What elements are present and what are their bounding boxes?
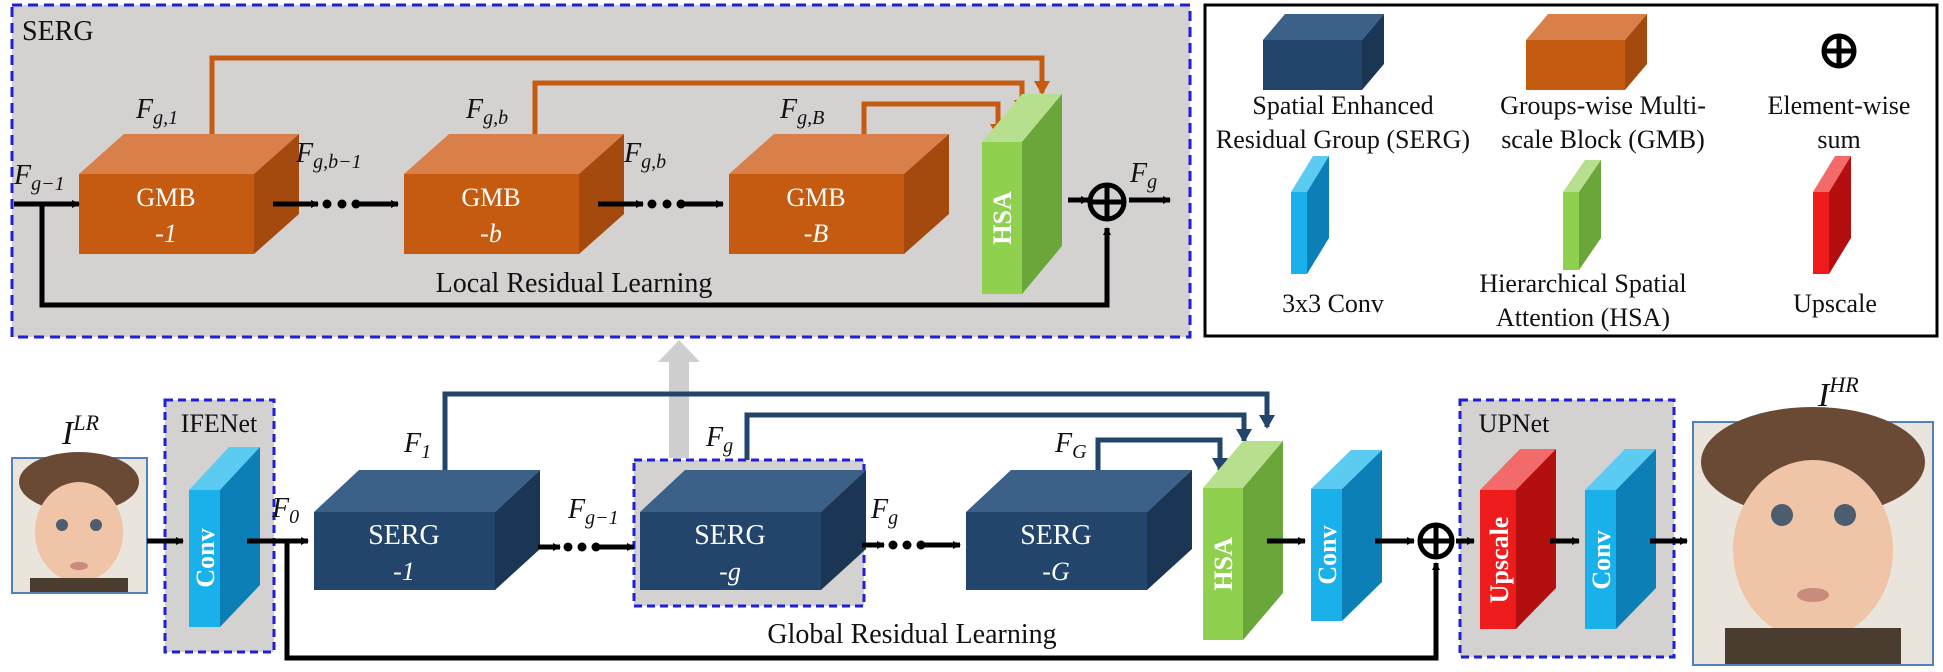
- legend-sum-label-2: sum: [1817, 125, 1860, 154]
- skip-arrow-fG: [1095, 437, 1228, 472]
- legend-upscale-icon: [1813, 156, 1851, 274]
- gmb-1-index: -1: [155, 219, 177, 248]
- serg-panel: SERG GMB -1 GMB -b GMB -B: [10, 3, 1192, 339]
- label-f1: F1: [403, 428, 431, 463]
- upnet-title: UPNet: [1479, 409, 1551, 438]
- legend-hsa-icon: [1563, 160, 1601, 270]
- label-f-g-minus-1: Fg−1: [13, 160, 65, 195]
- upnet-upscale-label: Upscale: [1485, 517, 1514, 604]
- label-f-g-b-top: Fg,b: [465, 94, 508, 129]
- skip-arrow-f1: [442, 391, 1275, 470]
- legend-panel: Spatial Enhanced Residual Group (SERG) G…: [1203, 3, 1939, 338]
- local-residual-label: Local Residual Learning: [436, 268, 713, 299]
- serg-panel-title: SERG: [22, 16, 94, 47]
- ifenet-conv-label: Conv: [191, 528, 220, 587]
- label-fg-right: Fg: [870, 494, 898, 529]
- output-label: IHR: [1817, 372, 1859, 414]
- legend-serg-icon: [1263, 14, 1384, 90]
- ifenet-panel: IFENet Conv: [163, 398, 276, 654]
- upnet-panel: UPNet Upscale Conv: [1458, 398, 1676, 659]
- label-f-g-out: Fg: [1129, 158, 1157, 193]
- skip-arrow-f-g-B: [861, 101, 1006, 138]
- label-f-g-B: Fg,B: [779, 94, 824, 129]
- legend-conv-icon: [1291, 156, 1329, 274]
- input-label: ILR: [61, 410, 100, 452]
- main-ellipsis: [563, 540, 926, 552]
- main-sum-node: [1417, 522, 1455, 560]
- input-image-lr: [11, 452, 148, 594]
- label-f0: F0: [271, 493, 299, 528]
- legend-serg-label-2: Residual Group (SERG): [1216, 125, 1470, 154]
- gmb-b-index: -b: [480, 219, 502, 248]
- main-flow-arrows: [147, 537, 1688, 661]
- gmb-b-name: GMB: [461, 183, 520, 212]
- main-conv-label: Conv: [1313, 525, 1342, 584]
- gmb-B-index: -B: [804, 219, 829, 248]
- legend-gmb-icon: [1526, 14, 1647, 90]
- legend-hsa-label-1: Hierarchical Spatial: [1479, 269, 1686, 298]
- label-fG: FG: [1054, 428, 1087, 463]
- label-fg-top: Fg: [705, 422, 733, 457]
- gmb-block-b: GMB -b: [404, 134, 624, 254]
- skip-arrow-fg: [744, 412, 1252, 470]
- upnet-conv-label: Conv: [1587, 530, 1616, 589]
- main-hsa-block: HSA: [1203, 441, 1283, 640]
- main-skip-connections: [442, 391, 1275, 472]
- serg-G-name: SERG: [1020, 520, 1092, 551]
- global-residual-label: Global Residual Learning: [767, 619, 1056, 650]
- gmb-block-1: GMB -1: [79, 134, 299, 254]
- label-fg-minus-1: Fg−1: [567, 494, 619, 529]
- serg-block-G: SERG -G: [966, 470, 1192, 590]
- skip-arrow-f-g-1: [209, 55, 1050, 134]
- legend-serg-label-1: Spatial Enhanced: [1252, 91, 1433, 120]
- main-conv-block: Conv: [1311, 450, 1382, 621]
- serg-block-g: SERG -g: [640, 470, 866, 590]
- serg-g-name: SERG: [694, 520, 766, 551]
- gmb-B-name: GMB: [786, 183, 845, 212]
- label-f-g-b-right: Fg,b: [623, 138, 666, 173]
- legend-upscale-label: Upscale: [1793, 289, 1877, 318]
- zoom-expansion-arrow: [658, 340, 700, 458]
- legend-sum-icon: [1821, 33, 1857, 69]
- global-residual-path: [284, 541, 1440, 661]
- ifenet-title: IFENet: [181, 409, 258, 438]
- label-f-g-1: Fg,1: [135, 94, 178, 129]
- gmb-block-B: GMB -B: [729, 134, 949, 254]
- legend-gmb-label-2: scale Block (GMB): [1501, 125, 1705, 154]
- main-hsa-label: HSA: [1209, 537, 1238, 591]
- label-f-g-b-minus-1: Fg,b−1: [295, 138, 362, 173]
- serg-g-index: -g: [719, 557, 741, 586]
- serg-G-index: -G: [1042, 557, 1070, 586]
- legend-hsa-label-2: Attention (HSA): [1496, 303, 1670, 332]
- serg-sum-node: [1087, 182, 1127, 222]
- serg-ellipsis: [322, 199, 686, 209]
- output-image-hr: [1692, 407, 1934, 666]
- serg-flow-arrows: [14, 196, 1171, 308]
- serg-1-index: -1: [393, 557, 415, 586]
- legend-sum-label-1: Element-wise: [1768, 91, 1911, 120]
- legend-conv-label: 3x3 Conv: [1282, 289, 1384, 318]
- serg-hsa-label: HSA: [988, 191, 1017, 245]
- serg-hsa-block: HSA: [982, 94, 1062, 294]
- serg-1-name: SERG: [368, 520, 440, 551]
- serg-block-1: SERG -1: [314, 470, 540, 590]
- local-residual-path: [39, 204, 1111, 308]
- gmb-1-name: GMB: [136, 183, 195, 212]
- legend-gmb-label-1: Groups-wise Multi-: [1500, 91, 1706, 120]
